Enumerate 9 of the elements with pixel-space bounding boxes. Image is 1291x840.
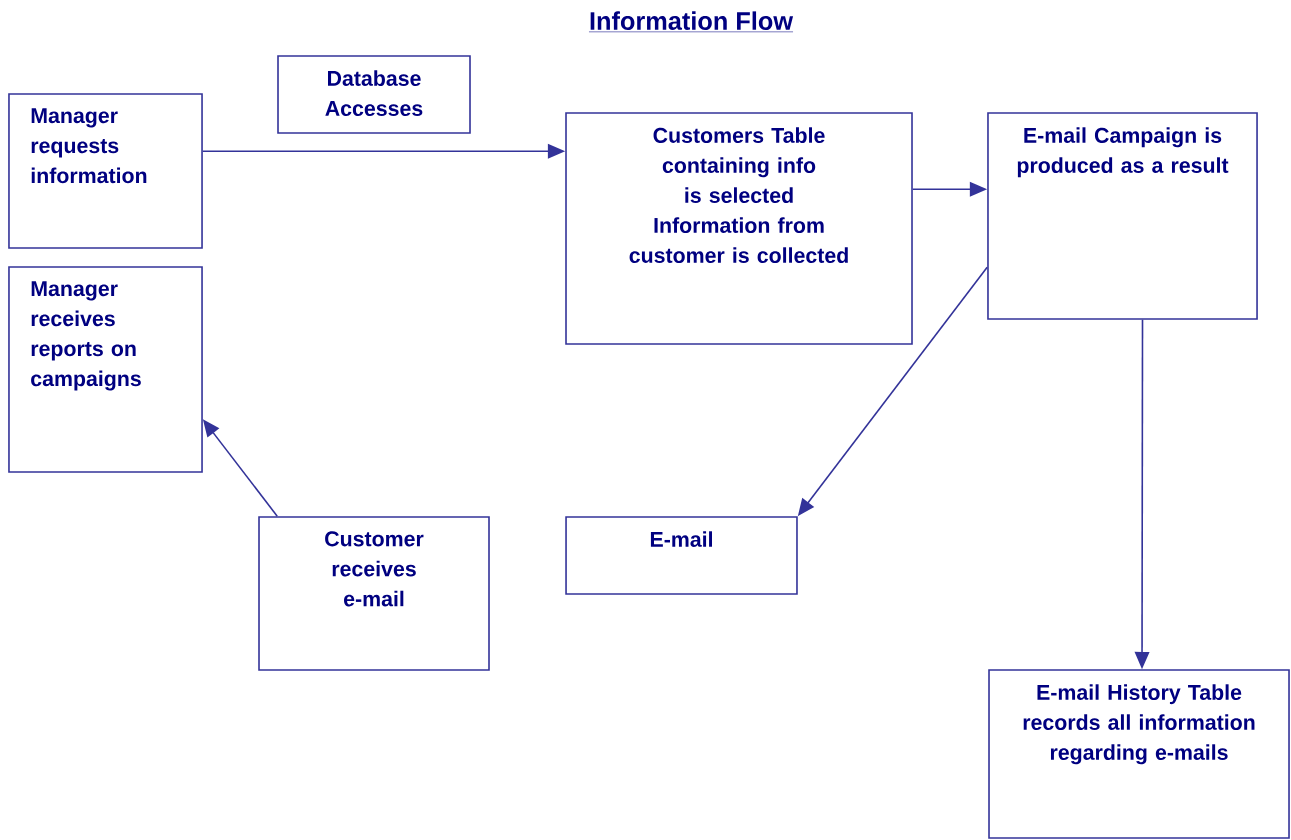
- process-box: E-mail Campaign is produced as a result: [987, 112, 1258, 320]
- process-box: Database Accesses: [277, 55, 471, 134]
- process-box: Manager requests information: [8, 93, 203, 249]
- process-box: E-mail History Table records all information regarding e-mails: [988, 669, 1290, 839]
- process-box: E-mail: [565, 516, 798, 595]
- title: Information Flow: [588, 11, 794, 33]
- process-box: Manager receives reports on campaigns: [8, 266, 203, 473]
- process-box: Customer receives e-mail: [258, 516, 490, 671]
- process-box: Customers Table containing info is selected Information from customer is collected: [565, 112, 913, 345]
